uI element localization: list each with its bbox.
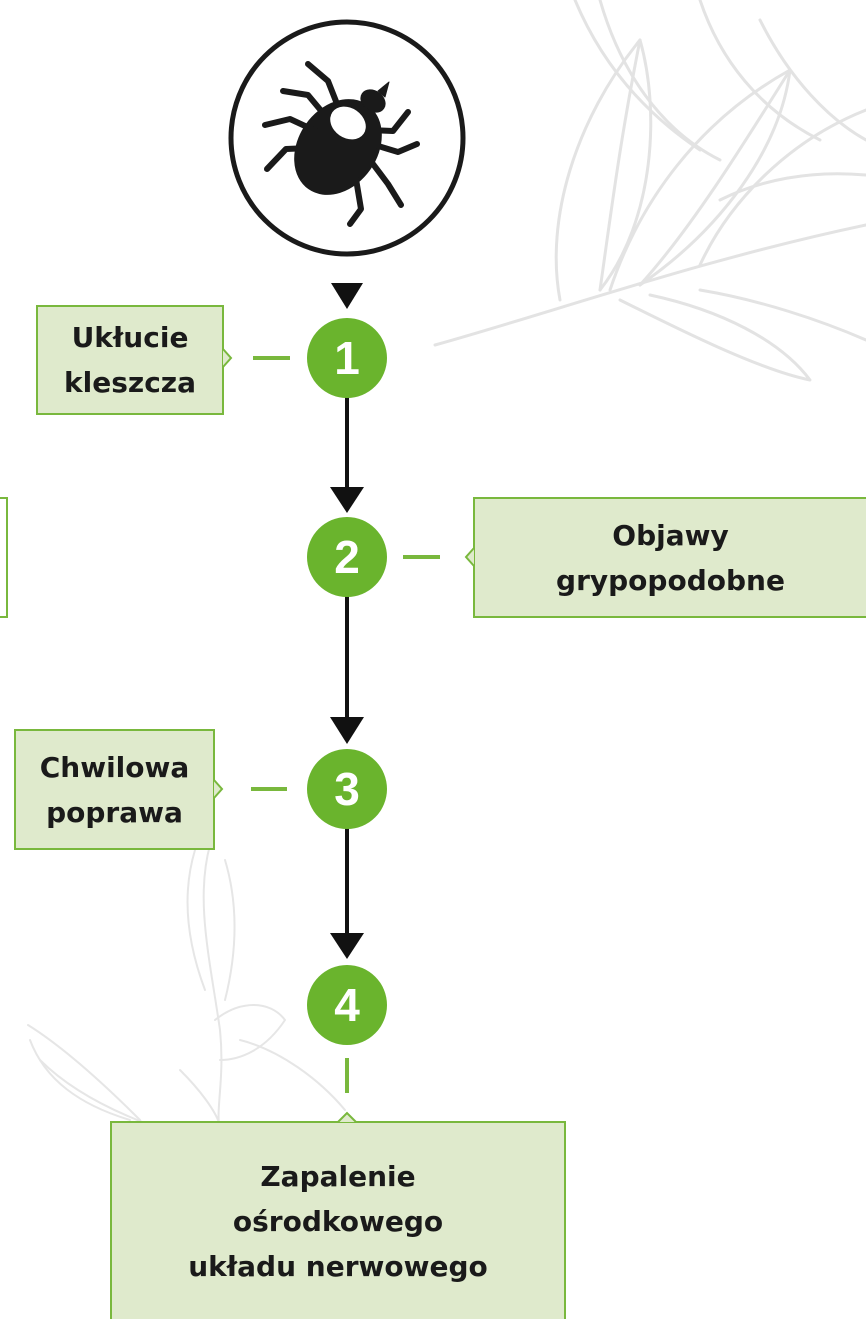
- arrowhead-4: [330, 933, 364, 959]
- step-label-box-3: Chwilowa poprawa: [14, 729, 215, 850]
- step-label-box-1: Ukłucie kleszcza: [36, 305, 224, 415]
- step-label-1-line-1: Ukłucie: [71, 321, 189, 354]
- step-number-4: 4: [307, 965, 387, 1045]
- step-label-4-line-1: Zapalenie: [260, 1159, 416, 1193]
- step-label-box-2: Objawy grypopodobne: [473, 497, 866, 618]
- partial-box-left-edge: [0, 497, 8, 618]
- step-label-4-line-3: układu nerwowego: [188, 1249, 488, 1283]
- step-label-2-line-1: Objawy: [612, 518, 729, 552]
- tick-icon-circle: [228, 19, 466, 257]
- step-label-2-line-2: grypopodobne: [556, 563, 785, 597]
- step-number-1: 1: [307, 318, 387, 398]
- step-number-2: 2: [307, 517, 387, 597]
- arrowhead-1: [331, 283, 363, 309]
- step-label-box-4: Zapalenie ośrodkowego układu nerwowego: [110, 1121, 566, 1319]
- arrowhead-3: [330, 717, 364, 744]
- step-label-3-line-1: Chwilowa: [39, 750, 190, 784]
- arrowhead-2: [330, 487, 364, 513]
- step-label-1-line-2: kleszcza: [64, 366, 196, 399]
- step-number-3: 3: [307, 749, 387, 829]
- step-label-4-line-2: ośrodkowego: [232, 1204, 444, 1238]
- tick-icon: [228, 19, 466, 257]
- step-label-3-line-2: poprawa: [46, 795, 183, 829]
